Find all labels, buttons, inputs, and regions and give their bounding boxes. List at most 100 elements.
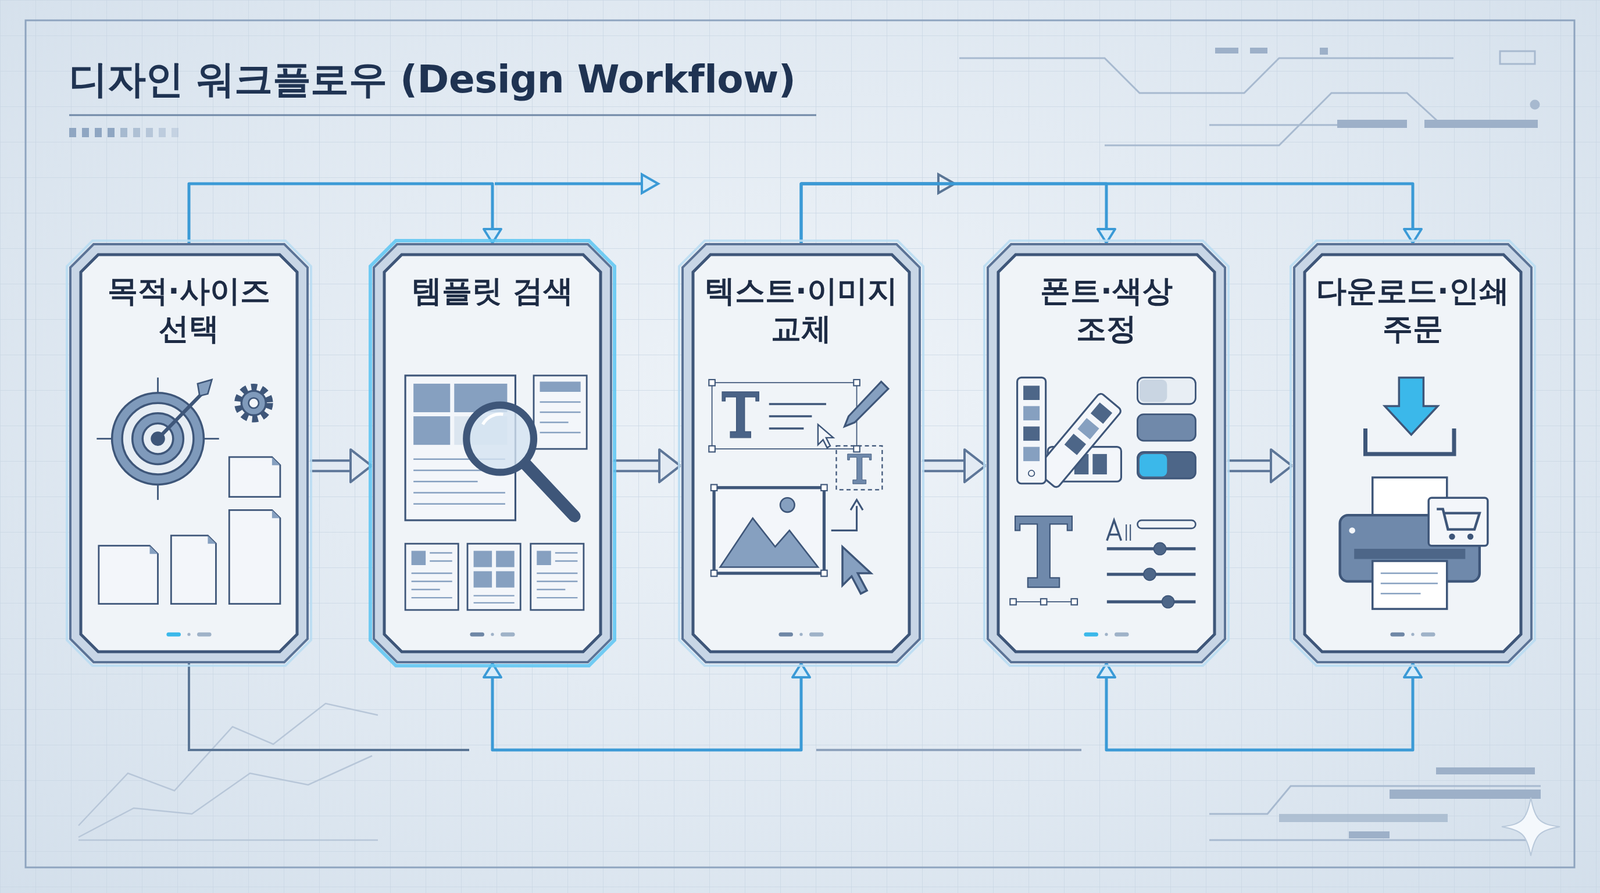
card-label: 템플릿 검색 bbox=[372, 243, 613, 310]
text-line bbox=[429, 560, 453, 562]
swatch-strip bbox=[1034, 392, 1123, 489]
connector-line bbox=[801, 183, 1107, 244]
gear-hole bbox=[248, 397, 260, 409]
color-pill bbox=[1137, 377, 1196, 405]
step-label: 목적·사이즈 선택 bbox=[87, 272, 291, 348]
page-dot bbox=[809, 632, 824, 637]
paper-fold bbox=[207, 535, 216, 544]
slider-knob bbox=[1143, 568, 1156, 581]
step-label: 다운로드·인쇄 주문 bbox=[1311, 272, 1514, 348]
type-glyph bbox=[847, 454, 872, 484]
swatch bbox=[1064, 433, 1087, 456]
side-page bbox=[533, 375, 587, 449]
text-line bbox=[411, 580, 453, 582]
paper-fold bbox=[150, 545, 159, 555]
text-line bbox=[411, 597, 453, 599]
selection-handle bbox=[708, 379, 716, 387]
selection-handle bbox=[853, 379, 860, 387]
template-thumb bbox=[530, 543, 584, 610]
text-line bbox=[540, 431, 581, 434]
lens-glint bbox=[482, 413, 503, 425]
step-card: 다운로드·인쇄 주문 bbox=[1293, 243, 1533, 664]
image-frame bbox=[713, 487, 824, 574]
slider-track bbox=[1106, 547, 1196, 550]
card-icon bbox=[405, 375, 587, 637]
swatch bbox=[1023, 447, 1040, 462]
connector bbox=[801, 183, 1422, 244]
corner-bars bbox=[1215, 47, 1541, 839]
color-pill-half bbox=[1139, 454, 1167, 477]
swap-arrow bbox=[831, 505, 857, 531]
download-arrow bbox=[1384, 377, 1438, 435]
text-line bbox=[1380, 593, 1421, 595]
swatch bbox=[1090, 402, 1113, 424]
swap-arrow-head bbox=[850, 500, 863, 511]
card-label: 다운로드·인쇄 주문 bbox=[1293, 243, 1533, 348]
swatch bbox=[1077, 418, 1099, 440]
card-frame bbox=[70, 244, 308, 663]
circuit-lines bbox=[959, 51, 1539, 146]
page-dot bbox=[197, 632, 212, 637]
page-dot bbox=[1420, 632, 1436, 637]
type-glyph bbox=[722, 391, 759, 438]
layout-cell bbox=[413, 416, 450, 445]
step-card: 폰트·색상 조정 bbox=[986, 243, 1227, 664]
swatch bbox=[1092, 454, 1107, 475]
card-label: 폰트·색상 조정 bbox=[986, 243, 1227, 348]
page-dot bbox=[778, 632, 794, 637]
card-frame bbox=[682, 244, 920, 663]
cart-wheel bbox=[1448, 533, 1456, 541]
card-icon bbox=[1340, 377, 1488, 637]
page-dot bbox=[1083, 632, 1099, 637]
connector-line bbox=[801, 183, 1413, 244]
connector-shaft bbox=[1227, 461, 1271, 470]
connector bbox=[1227, 449, 1292, 482]
arrowhead bbox=[1270, 449, 1292, 482]
frame bbox=[25, 20, 1575, 868]
selection-handle bbox=[1071, 598, 1078, 606]
title-underline bbox=[69, 114, 817, 117]
connector-outline bbox=[613, 459, 660, 473]
printer-light bbox=[1348, 527, 1356, 534]
swatch bbox=[1023, 385, 1040, 400]
text-line bbox=[473, 594, 515, 596]
cursor bbox=[842, 546, 871, 594]
cart-box bbox=[1428, 497, 1488, 546]
paper-icon bbox=[98, 545, 159, 605]
text-line bbox=[413, 480, 478, 482]
connector-shaft bbox=[309, 461, 351, 470]
text-line bbox=[411, 572, 453, 574]
swatch-strip bbox=[1017, 377, 1046, 484]
card-glow bbox=[370, 240, 615, 666]
faint-chart bbox=[78, 703, 378, 841]
paper-icon bbox=[170, 535, 216, 604]
page-dot bbox=[187, 633, 191, 637]
magnifier-handle bbox=[525, 463, 575, 516]
text-line bbox=[555, 560, 578, 562]
connector-shaft bbox=[613, 461, 660, 470]
connector-outline bbox=[309, 459, 351, 473]
connector-line bbox=[188, 183, 493, 244]
arrowhead bbox=[659, 449, 681, 482]
text-line bbox=[536, 588, 566, 591]
selection-handle bbox=[711, 570, 718, 577]
selection-handle bbox=[1040, 598, 1048, 606]
arrowhead bbox=[964, 449, 986, 482]
dart-feather bbox=[197, 379, 213, 396]
connector-outline bbox=[1227, 459, 1271, 473]
selection-handle bbox=[820, 570, 828, 577]
slider-knob bbox=[1154, 542, 1167, 555]
template-thumb bbox=[467, 543, 521, 610]
card-glow bbox=[1290, 240, 1535, 666]
connector bbox=[801, 183, 1116, 244]
layout-cell bbox=[536, 550, 552, 566]
template-thumb bbox=[405, 543, 459, 610]
connector bbox=[483, 663, 810, 750]
printer-slot bbox=[1354, 548, 1466, 560]
dart bbox=[158, 391, 205, 439]
selection-handle bbox=[711, 484, 718, 492]
loose-wires bbox=[188, 663, 1082, 750]
connector bbox=[188, 183, 502, 244]
sparkle bbox=[1501, 797, 1560, 856]
connector-shaft bbox=[922, 461, 965, 470]
